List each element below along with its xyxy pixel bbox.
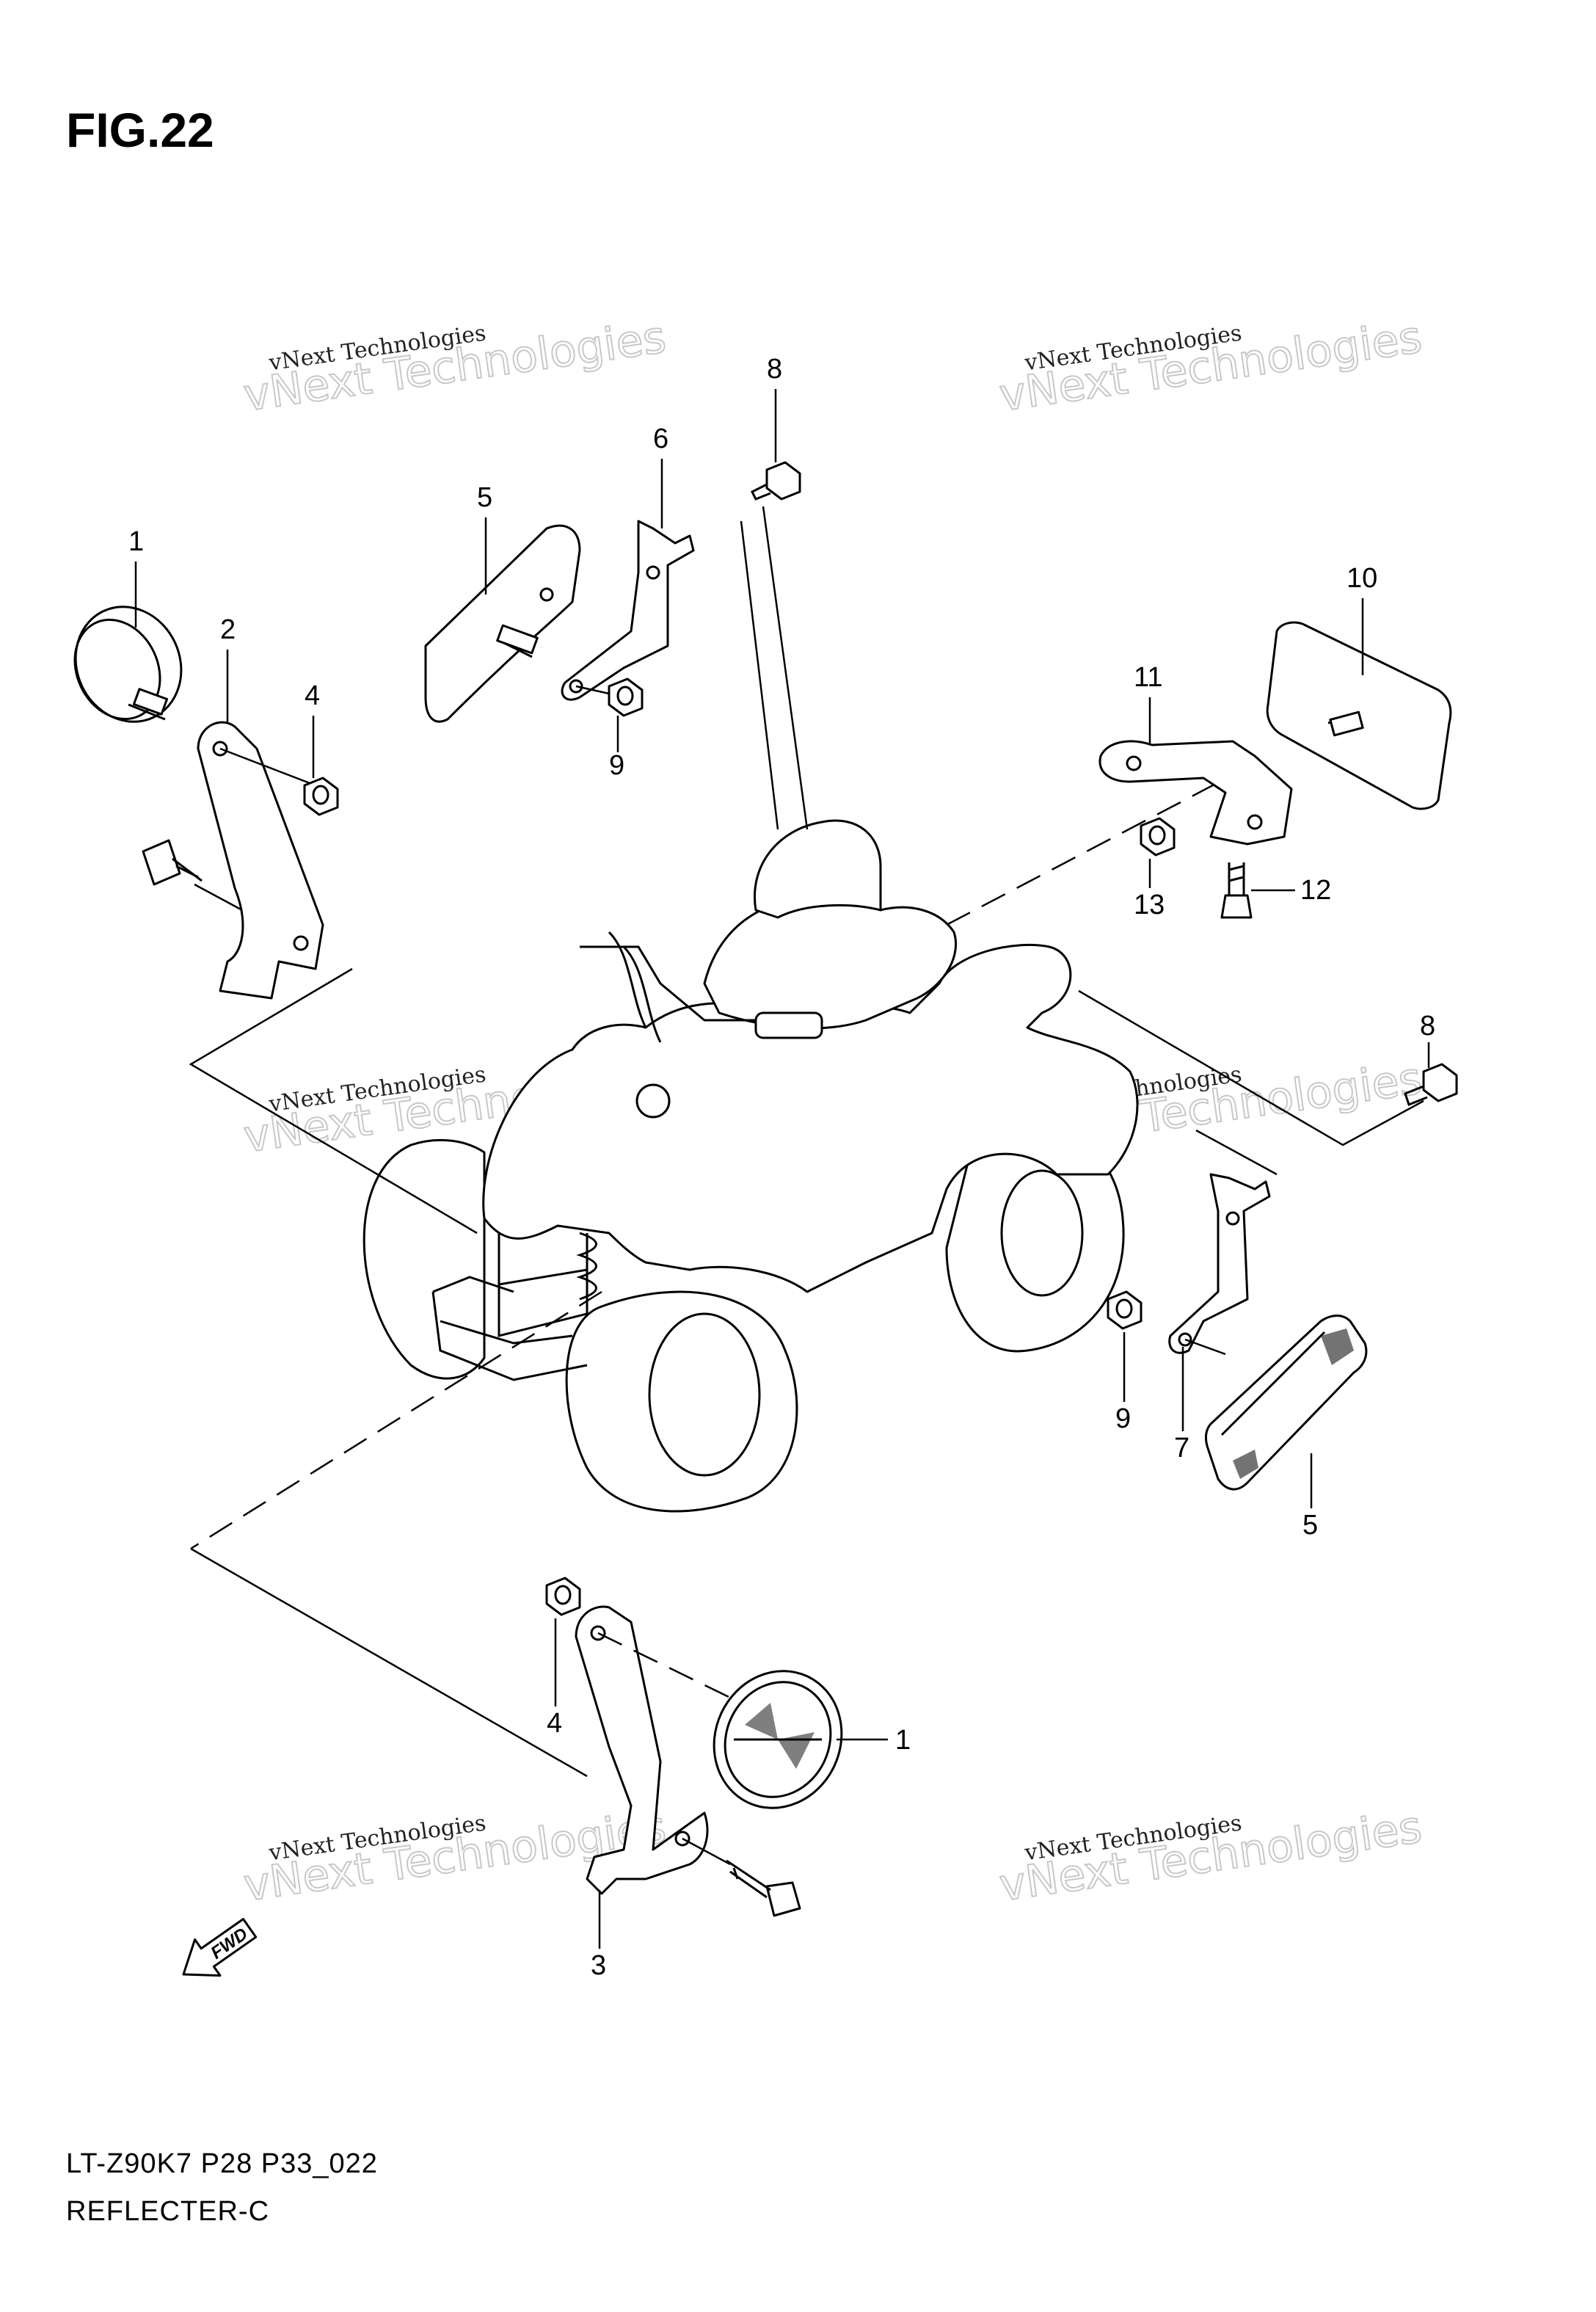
part-8-bolt-right: [1404, 1063, 1458, 1106]
callout-4-top: 4: [305, 680, 320, 711]
line-front-left-reflector: [189, 967, 478, 1235]
atv-vehicle: [362, 819, 1139, 1513]
front-frame: [498, 1233, 589, 1337]
bracket: [1098, 740, 1293, 846]
bolt-head: [1422, 1063, 1458, 1102]
callout-10: 10: [1347, 563, 1377, 594]
part-7-bracket-right: [1168, 1173, 1271, 1356]
front-suspension-spring: [576, 1232, 597, 1301]
rect-reflector: [1204, 1315, 1368, 1491]
part-11-bracket-rear: [1098, 740, 1293, 846]
part-13-nut: [1140, 817, 1176, 857]
part-10-rear-reflector: [1266, 621, 1452, 810]
figure-title: FIG.22: [66, 103, 214, 157]
part-12-bolt: [1220, 862, 1253, 919]
line-front-right-reflector-2: [190, 1547, 588, 1778]
watermark-bottom-right: vNext Technologies vNext Technologies: [996, 1800, 1426, 1912]
nut: [1107, 1290, 1143, 1330]
callout-5-top: 5: [477, 482, 492, 513]
part-1-round-reflector-bottom: [713, 1670, 843, 1809]
bolt-head: [1220, 894, 1253, 919]
callout-5-right: 5: [1302, 1510, 1318, 1541]
part-9-nut-top: [608, 677, 644, 717]
ignition-key: [635, 1083, 671, 1119]
callout-9-top: 9: [609, 750, 624, 781]
part-8-bolt-top: [750, 461, 801, 501]
line-right-rear-bracket-2: [1195, 1129, 1278, 1176]
bolt-head: [765, 1881, 801, 1917]
handlebar-grip: [754, 1011, 823, 1039]
callout-1-top: 1: [128, 526, 144, 557]
line-right-rear-bracket: [1078, 989, 1424, 1146]
part-4-nut-top: [303, 777, 339, 816]
line-left-rear-bracket: [740, 520, 779, 830]
line-front-right-reflector: [190, 1290, 602, 1550]
rear-wheel-hub: [1000, 1169, 1084, 1297]
assembly-lines: [189, 506, 1424, 1778]
callout-8-right: 8: [1420, 1011, 1435, 1042]
callout-4-bottom: 4: [547, 1708, 562, 1739]
callout-13: 13: [1134, 890, 1165, 920]
callouts: 1 2 4 5 6 8 9 10 11 12 13 8 9 7 5 4 1: [128, 354, 1435, 1981]
line-rear-reflector: [946, 762, 1256, 926]
callout-2: 2: [220, 614, 236, 645]
callout-9-right: 9: [1115, 1403, 1131, 1434]
front-wheel-hub: [648, 1312, 761, 1477]
callout-12: 12: [1300, 875, 1331, 906]
rear-fender-top: [754, 819, 882, 919]
line-left-rear-bracket-2: [762, 506, 809, 830]
watermark-bottom-left: vNext Technologies vNext Technologies: [240, 1800, 670, 1912]
part-3-bracket-front-right: [575, 1605, 757, 1895]
part-5-rect-reflector-right: [1204, 1315, 1368, 1491]
nut: [303, 777, 339, 816]
part-6-bracket-top: [561, 520, 695, 701]
callout-8-top: 8: [767, 354, 782, 385]
callout-6: 6: [653, 423, 668, 454]
bolt-bottom: [682, 1837, 801, 1917]
rect-reflector: [424, 524, 581, 723]
bracket: [1168, 1173, 1271, 1354]
callout-7: 7: [1174, 1433, 1189, 1464]
callout-3: 3: [591, 1950, 606, 1981]
nut: [545, 1577, 581, 1616]
watermark-top-left: vNext Technologies vNext Technologies: [240, 310, 670, 422]
front-right-wheel: [565, 1290, 798, 1513]
nut: [608, 677, 644, 717]
round-reflector: [74, 606, 183, 723]
watermark-top-right: vNext Technologies vNext Technologies: [996, 310, 1426, 422]
bracket: [197, 721, 324, 1000]
front-left-wheel: [362, 1139, 486, 1380]
part-4-nut-bottom: [545, 1577, 581, 1616]
part-9-nut-right: [1107, 1290, 1143, 1330]
callout-11: 11: [1134, 662, 1162, 693]
control-cables: [608, 931, 662, 1043]
part-1-round-reflector-top: [73, 606, 183, 723]
callout-1-bottom: 1: [895, 1725, 911, 1756]
bolt: [142, 839, 181, 886]
section-name: REFLECTER-C: [66, 2196, 269, 2227]
arrow-left-icon: [182, 1918, 258, 1977]
bracket: [561, 520, 695, 701]
nut: [1140, 817, 1176, 857]
bolt-head: [765, 461, 801, 501]
model-code: LT-Z90K7 P28 P33_022: [66, 2148, 378, 2179]
part-2-bracket-front-left: [142, 721, 324, 1000]
bracket: [575, 1605, 709, 1895]
part-5-rect-reflector-top: [424, 524, 581, 723]
forward-direction-badge: FWD: [182, 1918, 258, 1977]
